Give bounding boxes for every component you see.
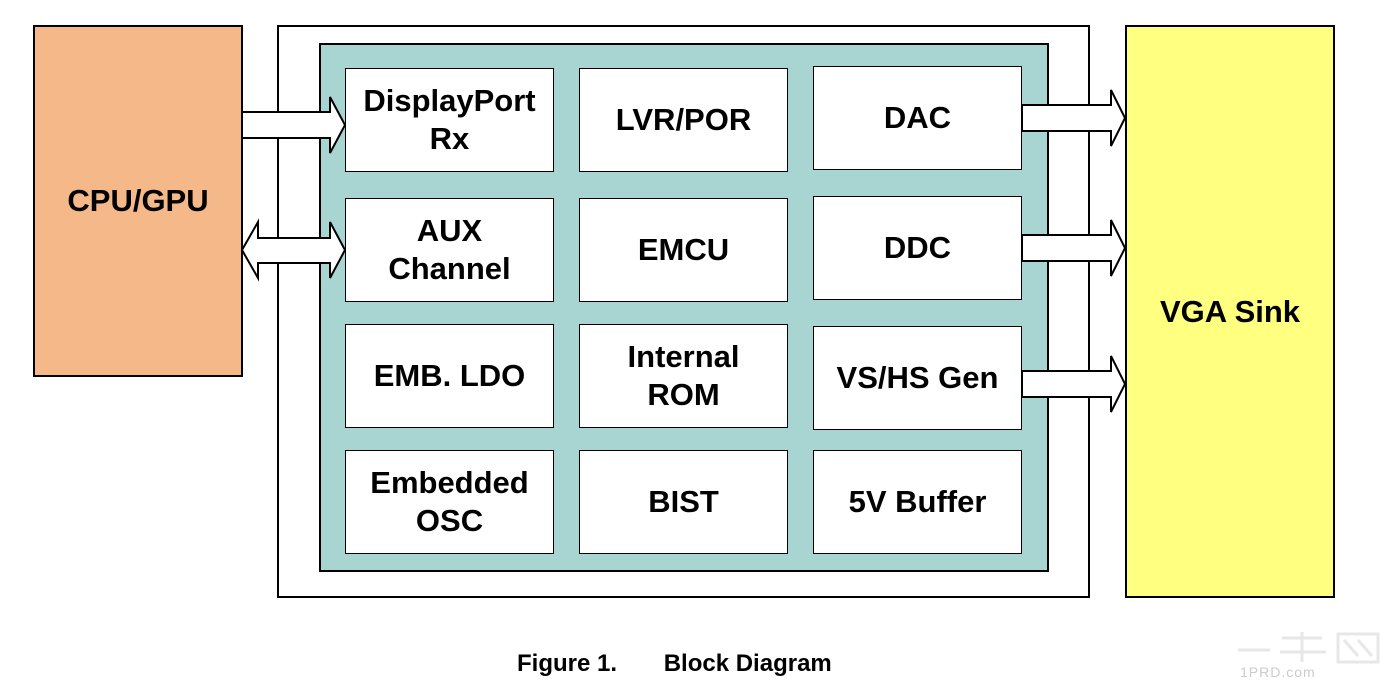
block-label: DDC — [883, 230, 952, 265]
block-internal-rom: Internal ROM — [579, 324, 788, 428]
block-dac: DAC — [813, 66, 1022, 170]
block-emb-ldo: EMB. LDO — [345, 324, 554, 428]
block-label: AUX Channel — [388, 213, 511, 286]
block-label: VS/HS Gen — [836, 360, 999, 395]
vga-sink-block: VGA Sink — [1125, 25, 1335, 598]
block-5v-buffer: 5V Buffer — [813, 450, 1022, 554]
block-ddc: DDC — [813, 196, 1022, 300]
block-aux-channel: AUX Channel — [345, 198, 554, 302]
block-emcu: EMCU — [579, 198, 788, 302]
caption-number: Figure 1. — [517, 650, 618, 677]
block-vs-hs-gen: VS/HS Gen — [813, 326, 1022, 430]
arrow-cpu-to-displayport — [241, 96, 347, 154]
block-label: EMB. LDO — [373, 358, 526, 393]
block-label: DisplayPort Rx — [363, 83, 536, 156]
cpu-gpu-label: CPU/GPU — [67, 183, 209, 218]
caption-title: Block Diagram — [663, 650, 832, 677]
block-label: LVR/POR — [615, 102, 752, 137]
block-displayport-rx: DisplayPort Rx — [345, 68, 554, 172]
block-label: Embedded OSC — [370, 465, 529, 538]
arrow-ddc-to-vga — [1021, 219, 1127, 277]
arrow-vshs-to-vga — [1021, 355, 1127, 413]
vga-sink-label: VGA Sink — [1159, 293, 1301, 329]
block-embedded-osc: Embedded OSC — [345, 450, 554, 554]
figure-caption: Figure 1. Block Diagram — [517, 650, 832, 678]
watermark-logo — [1238, 632, 1380, 664]
arrow-dac-to-vga — [1021, 89, 1127, 147]
block-label: Internal ROM — [627, 339, 740, 412]
block-lvr-por: LVR/POR — [579, 68, 788, 172]
cpu-gpu-block: CPU/GPU — [33, 25, 243, 377]
watermark-text: 1PRD.com — [1240, 664, 1316, 680]
block-label: BIST — [648, 484, 719, 519]
block-label: DAC — [883, 100, 952, 135]
arrow-cpu-aux-bidirectional — [240, 218, 347, 282]
block-label: 5V Buffer — [848, 484, 987, 519]
block-label: EMCU — [637, 232, 730, 267]
block-bist: BIST — [579, 450, 788, 554]
